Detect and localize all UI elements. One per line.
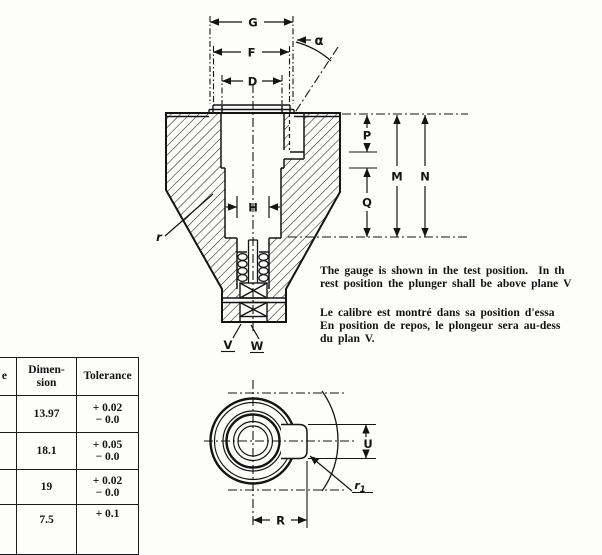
plunger-bottom-view: U R r1	[204, 380, 376, 528]
dim-label-h: H	[248, 201, 258, 215]
r-leader	[164, 193, 214, 237]
bore-outlines	[220, 113, 285, 289]
outer-flange-arc	[321, 390, 339, 492]
dim-label-alpha: α	[315, 34, 324, 49]
header-tolerance-cell: Tolerance	[76, 357, 139, 396]
dim-label-u: U	[363, 437, 372, 451]
dim-label-d: D	[248, 75, 258, 89]
v-leader	[232, 323, 242, 339]
dim-r	[253, 461, 308, 528]
dim-label-q: Q	[362, 196, 372, 210]
bottom-view-centerlines	[204, 380, 356, 528]
dimension-table: e Dimen- sion Tolerance 13.97 + 0.02 − 0…	[0, 357, 139, 555]
technical-drawing-svg: G F D α P Q M N	[156, 16, 468, 528]
alpha-arc	[295, 41, 332, 62]
top-slot	[284, 113, 305, 160]
tolerance-value: + 0.1	[76, 504, 139, 555]
tolerance-value: + 0.02 − 0.0	[76, 469, 139, 505]
tolerance-value: + 0.02 − 0.0	[76, 395, 139, 433]
dim-label-r1: r1	[354, 479, 365, 495]
note-fr-line-2: En position de repos, le plongeur sera a…	[320, 319, 561, 332]
dim-gfd	[210, 18, 293, 85]
dim-u	[308, 423, 376, 460]
dim-right-lines	[363, 115, 429, 237]
w-leader	[250, 324, 260, 340]
note-fr-line-3: du plan V.	[320, 332, 375, 345]
plunger-spring	[237, 239, 269, 283]
header-dimension-cell: Dimen- sion	[16, 357, 77, 396]
centerlines	[209, 16, 468, 334]
gauge-section-view: G F D α P Q M N	[156, 16, 468, 354]
dim-label-n: N	[420, 170, 430, 184]
table-row: 13.97 + 0.02 − 0.0	[0, 395, 139, 433]
dim-label-g: G	[248, 16, 257, 30]
notes-block: The gauge is shown in the test position.…	[320, 264, 601, 345]
table-row: 7.5 + 0.1	[0, 504, 139, 555]
plane-label-v: V	[224, 338, 233, 352]
dim-label-f: F	[248, 46, 256, 60]
note-fr-line-1: Le calibre est montré dans sa position d…	[320, 306, 555, 319]
dim-h	[226, 196, 280, 218]
tolerance-value: + 0.05 − 0.0	[76, 432, 139, 470]
dim-label-m: M	[391, 170, 402, 184]
note-en-line-2: rest position the plunger shall be above…	[320, 277, 572, 290]
dim-label-p: P	[363, 129, 371, 143]
dimension-value: 19	[16, 469, 77, 505]
dimension-value: 7.5	[16, 504, 77, 555]
note-en-line-1: The gauge is shown in the test position.…	[320, 264, 565, 277]
table-row: 18.1 + 0.05 − 0.0	[0, 432, 139, 470]
dim-label-r: r	[156, 230, 163, 244]
r1-leader	[309, 455, 353, 492]
plane-label-w: W	[251, 339, 264, 353]
scanned-standard-page: { "labels": { "G": "G", "F": "F", "D": "…	[0, 15, 601, 555]
table-row: 19 + 0.02 − 0.0	[0, 469, 139, 505]
dimension-value: 13.97	[16, 395, 77, 433]
table-header-row: e Dimen- sion Tolerance	[0, 357, 139, 396]
header-ref-fragment: e	[1, 370, 7, 382]
header-ref-cell: e	[0, 357, 17, 396]
top-boss	[167, 104, 339, 118]
dimension-value: 18.1	[16, 432, 77, 470]
dim-label-big-r: R	[276, 514, 285, 528]
dim-right-refs	[349, 151, 377, 169]
